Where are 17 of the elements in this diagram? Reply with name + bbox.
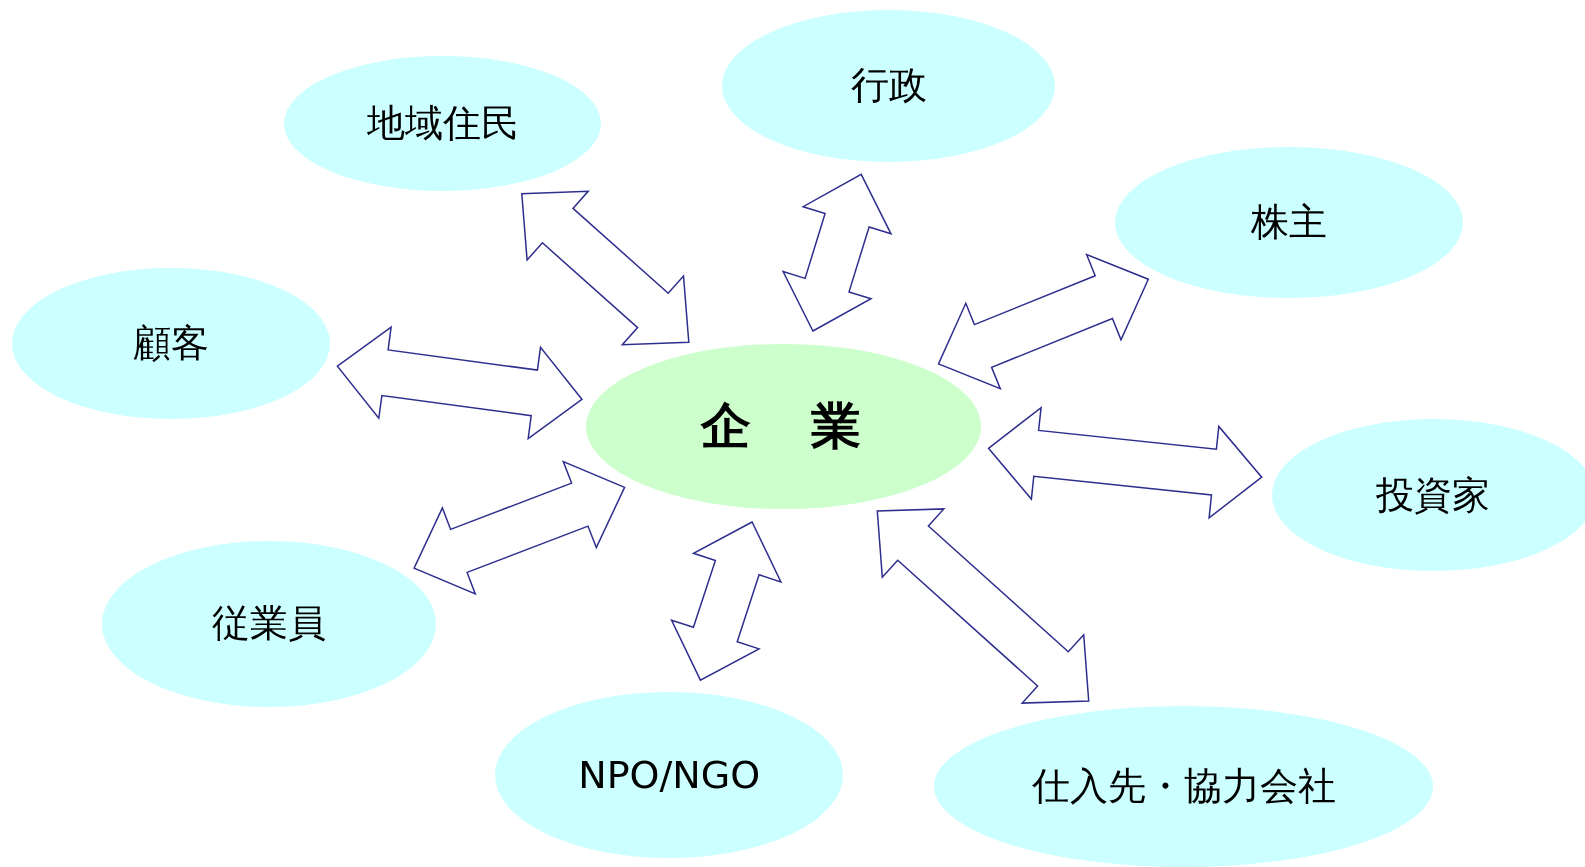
- node-label: 投資家: [1376, 471, 1491, 519]
- node-label: 株主: [1250, 198, 1327, 246]
- double-arrow: [937, 253, 1150, 390]
- node-label: 仕入先・協力会社: [1031, 762, 1336, 810]
- double-arrow: [521, 190, 690, 346]
- double-arrow: [670, 520, 783, 682]
- double-arrow: [336, 325, 583, 441]
- node-label: 従業員: [211, 600, 326, 648]
- node-label: 行政: [850, 62, 927, 110]
- node-label: NPO/NGO: [578, 751, 761, 799]
- node-label: 顧客: [132, 320, 209, 368]
- double-arrow: [413, 460, 626, 596]
- double-arrow: [987, 405, 1263, 520]
- double-arrow: [876, 508, 1090, 704]
- double-arrow: [781, 173, 893, 333]
- node-label: 企 業: [700, 396, 866, 458]
- node-label: 地域住民: [366, 99, 519, 147]
